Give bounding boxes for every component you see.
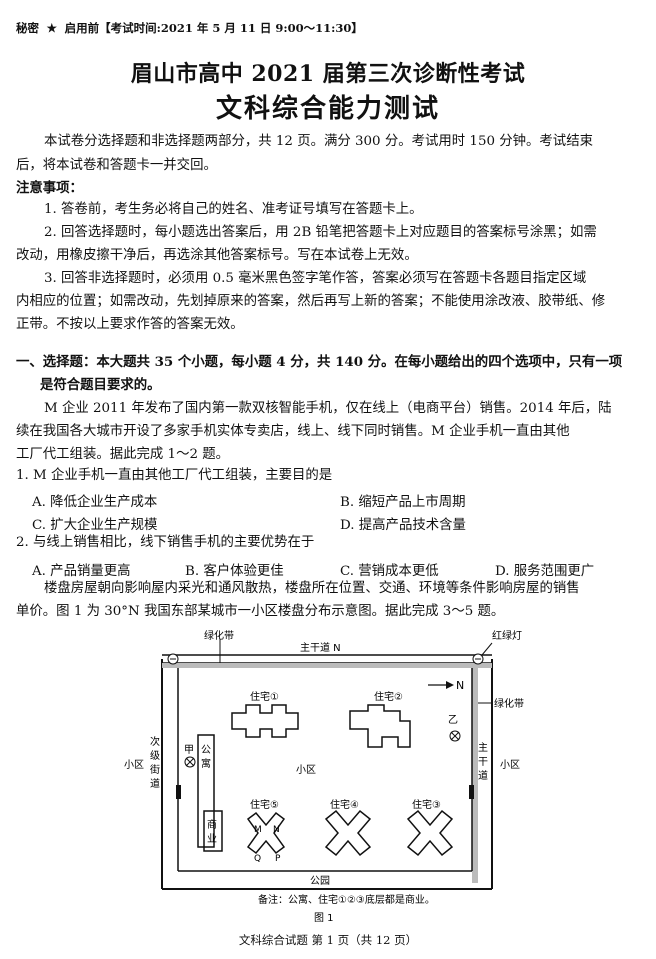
house-5-shape [246,811,286,855]
page-footer: 文科综合试题 第 1 页（共 12 页） [238,933,418,947]
q1-option-b[interactable]: B. 缩短产品上市周期 [340,495,466,510]
passage2-line-1: 楼盘房屋朝向影响屋内采光和通风散热，楼盘所在位置、交通、环境等条件影响房屋的销售 [44,581,580,596]
gate-a-label: 甲 [184,745,194,756]
label-n: N [273,825,280,835]
intro-line-1: 本试卷分选择题和非选择题两部分，共 12 页。满分 300 分。考试用时 150… [44,134,593,149]
secondary-road-char-3: 街 [150,763,160,776]
q2-option-c[interactable]: C. 营销成本更低 [340,564,439,579]
green-belt-right-label: 绿化带 [494,697,524,710]
secondary-road-char-1: 次 [150,735,160,748]
main-road-right-char-1: 主 [478,742,488,754]
north-arrow-icon [428,681,454,689]
house-3-shape [406,809,454,857]
outer-boundary [161,659,493,890]
intro-line-2: 后，将本试卷和答题卡一并交回。 [16,158,217,173]
q1-option-d[interactable]: D. 提高产品技术含量 [340,518,466,533]
note-2b: 改动，用橡皮擦干净后，再选涂其他答案标号。写在本试卷上无效。 [16,248,418,263]
community-right-label: 小区 [500,759,520,771]
q1-option-c[interactable]: C. 扩大企业生产规模 [32,518,158,533]
note-3b: 内相应的位置；如需改动，先划掉原来的答案，然后再写上新的答案；不能使用涂改液、胶… [16,294,606,309]
park-label: 公园 [310,875,330,887]
label-p: P [275,854,281,864]
house-2-shape [349,704,411,748]
figure-caption: 图 1 [314,912,334,924]
community-center-label: 小区 [296,764,316,776]
gate-b-label: 乙 [448,714,458,726]
exam-title: 眉山市高中 2021 届第三次诊断性考试 [130,61,526,87]
green-belt-right-strip [472,668,478,883]
main-road-north [162,654,492,664]
gate-left [176,785,181,799]
note-3a: 3. 回答非选择题时，必须用 0.5 毫米黑色签字笔作答，答案必须写在答题卡各题… [44,271,587,286]
traffic-light-label: 红绿灯 [492,629,522,642]
north-arrow-label: N [456,679,464,692]
q2-stem: 2. 与线上销售相比，线下销售手机的主要优势在于 [16,535,315,550]
house-2-label: 住宅② [374,690,403,703]
header-line: 秘密 ★ 启用前【考试时间:2021 年 5 月 11 日 9:00～11:30… [16,20,363,36]
house-5-label: 住宅⑤ [250,798,279,811]
figure-note: 备注：公寓、住宅①②③底层都是商业。 [258,893,435,906]
figure-1-map: 绿化带 主干道 N 红绿灯 绿化带 N 住宅① 住宅② 乙 甲 公 寓 小区 小… [124,629,524,924]
house-4-shape [324,809,372,857]
secondary-road-char-4: 道 [150,777,160,790]
q1-stem: 1. M 企业手机一直由其他工厂代工组装，主要目的是 [16,468,333,483]
note-1: 1. 答卷前，考生务必将自己的姓名、准考证号填写在答题卡上。 [44,202,423,217]
inner-boundary [177,668,473,872]
house-1-shape [231,704,299,738]
green-belt-top-strip [162,663,492,668]
gate-a-icon [184,756,196,768]
passage1-line-3: 工厂代工组装。据此完成 1～2 题。 [16,447,230,462]
green-belt-top-label: 绿化带 [204,629,234,642]
secondary-road-char-2: 级 [150,750,160,762]
q2-option-d[interactable]: D. 服务范围更广 [495,564,595,579]
label-q: Q [254,854,261,864]
star-icon: ★ [46,21,57,35]
section-heading-1: 一、选择题：本大题共 35 个小题，每小题 4 分，共 140 分。在每小题给出… [16,354,623,370]
passage1-line-1: M 企业 2011 年发布了国内第一款双核智能手机，仅在线上（电商平台）销售。2… [44,401,612,416]
house-3-label: 住宅③ [412,798,441,811]
notes-heading: 注意事项： [16,180,83,196]
traffic-light-right-icon [472,653,484,665]
apartment-char-2: 寓 [201,757,211,770]
gate-right [469,785,474,799]
house-4-label: 住宅④ [330,798,359,811]
label-m: M [254,825,262,835]
passage1-line-2: 续在我国各大城市开设了多家手机实体专卖店，线上、线下同时销售。M 企业手机一直由… [16,424,570,439]
note-3c: 正带。不按以上要求作答的答案无效。 [16,317,244,332]
commercial-block [203,810,223,852]
section-heading-2: 是符合题目要求的。 [40,377,161,393]
exam-time: 【考试时间:2021 年 5 月 11 日 9:00～11:30】 [99,21,363,35]
traffic-light-left-icon [167,653,179,665]
q2-option-a[interactable]: A. 产品销量更高 [32,564,131,579]
secret-label: 秘密 [16,21,39,35]
community-left-label: 小区 [124,759,144,771]
main-road-right-char-3: 道 [478,769,488,782]
main-road-right-char-2: 干 [478,757,488,768]
exam-subtitle: 文科综合能力测试 [215,94,440,124]
commercial-char-1: 商 [207,818,217,831]
note-2a: 2. 回答选择题时，每小题选出答案后，用 2B 铅笔把答题卡上对应题目的答案标号… [44,225,597,240]
apartment-block [197,734,215,848]
house-1-label: 住宅① [250,690,279,703]
apartment-char-1: 公 [201,745,211,756]
main-road-label: 主干道 N [300,641,341,654]
gate-b-icon [449,730,461,742]
commercial-char-2: 业 [207,833,217,845]
q2-option-b[interactable]: B. 客户体验更佳 [185,564,284,579]
q1-option-a[interactable]: A. 降低企业生产成本 [32,495,158,510]
passage2-line-2: 单价。图 1 为 30°N 我国东部某城市一小区楼盘分布示意图。据此完成 3～5… [16,604,505,619]
status-label: 启用前 [64,21,100,35]
